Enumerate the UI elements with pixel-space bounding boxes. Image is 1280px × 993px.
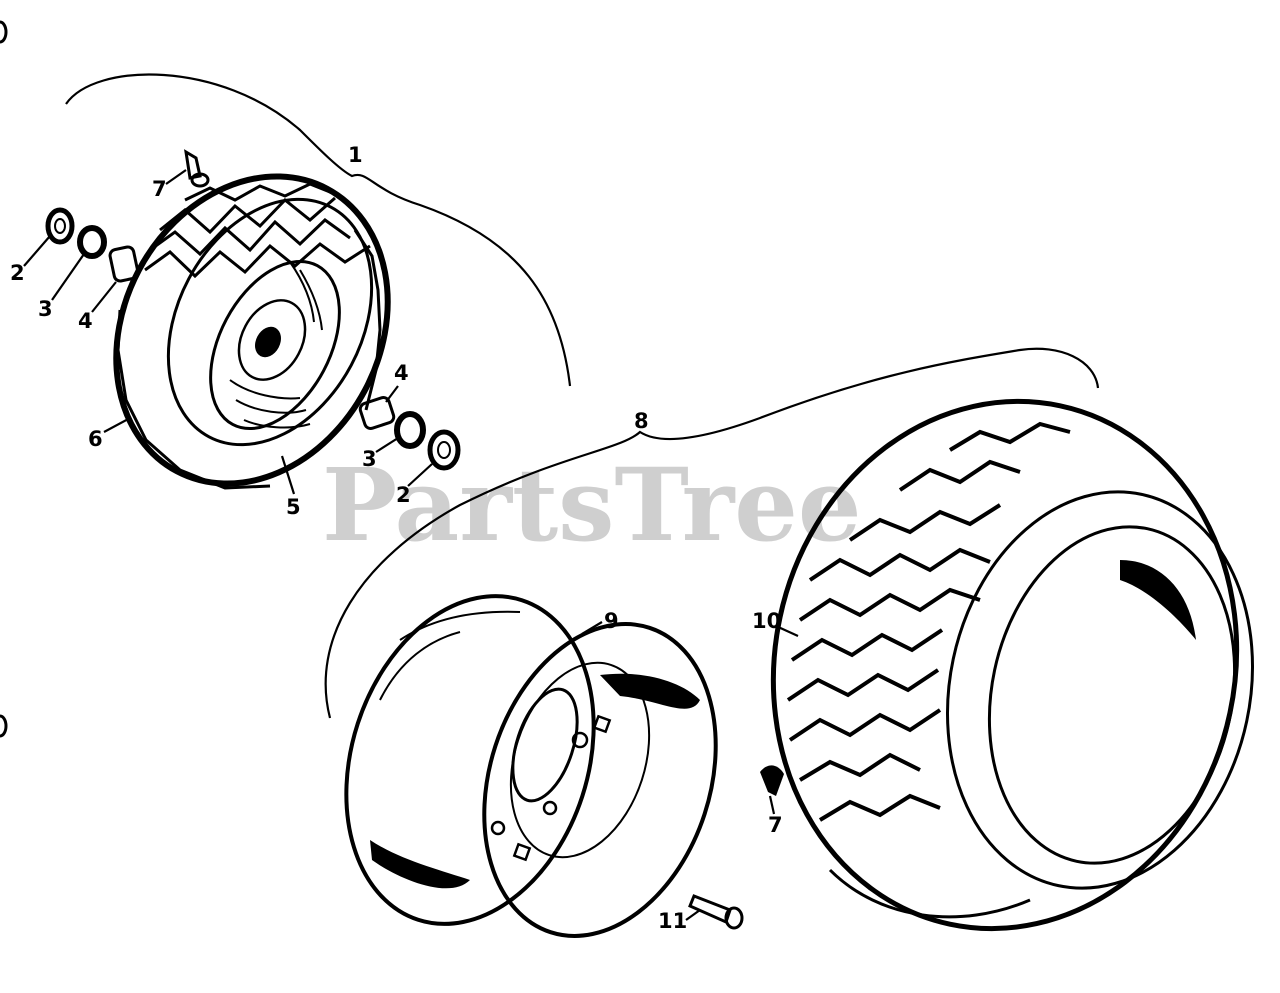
callout-4-right: 4 [394, 361, 409, 385]
left-spacer-4 [108, 245, 140, 283]
left-bearing-cone-2 [45, 207, 75, 245]
rear-rim [344, 594, 718, 938]
wheel-bolt [688, 894, 744, 930]
rear-rim-center-bore [511, 687, 579, 803]
callout-9: 9 [604, 609, 619, 633]
callout-2-right: 2 [396, 483, 411, 507]
assembly-8-brace [324, 347, 1100, 719]
callout-3-right: 3 [362, 447, 377, 471]
callout-11: 11 [658, 909, 687, 933]
right-bearing-3 [394, 411, 426, 449]
front-tire-tread [116, 182, 382, 490]
callout-6: 6 [88, 427, 103, 451]
right-bearing-cone-2 [427, 429, 461, 471]
front-rim [209, 259, 341, 431]
front-hub-bore [255, 326, 281, 358]
assembly-1-brace [65, 73, 572, 387]
right-bearing-parts [358, 396, 461, 471]
left-bearing-parts [45, 207, 140, 283]
callout-4-left: 4 [78, 309, 93, 333]
valve-stem-bottom [760, 765, 784, 796]
callout-7-bottom: 7 [768, 813, 783, 837]
rear-tire-tread [786, 421, 1071, 822]
watermark: PartsTree [322, 446, 862, 564]
right-spacer-4 [358, 396, 396, 430]
callout-8: 8 [634, 409, 649, 433]
callout-5: 5 [286, 495, 301, 519]
callout-10: 10 [752, 609, 781, 633]
callout-7-top: 7 [152, 177, 167, 201]
edge-mark [0, 20, 8, 44]
callout-2-left: 2 [10, 261, 25, 285]
valve-stem-top [184, 149, 210, 188]
left-bearing-3 [77, 225, 107, 259]
rear-tire [770, 398, 1255, 932]
callout-3-left: 3 [38, 297, 53, 321]
edge-mark [0, 714, 8, 738]
callout-1: 1 [348, 143, 363, 167]
